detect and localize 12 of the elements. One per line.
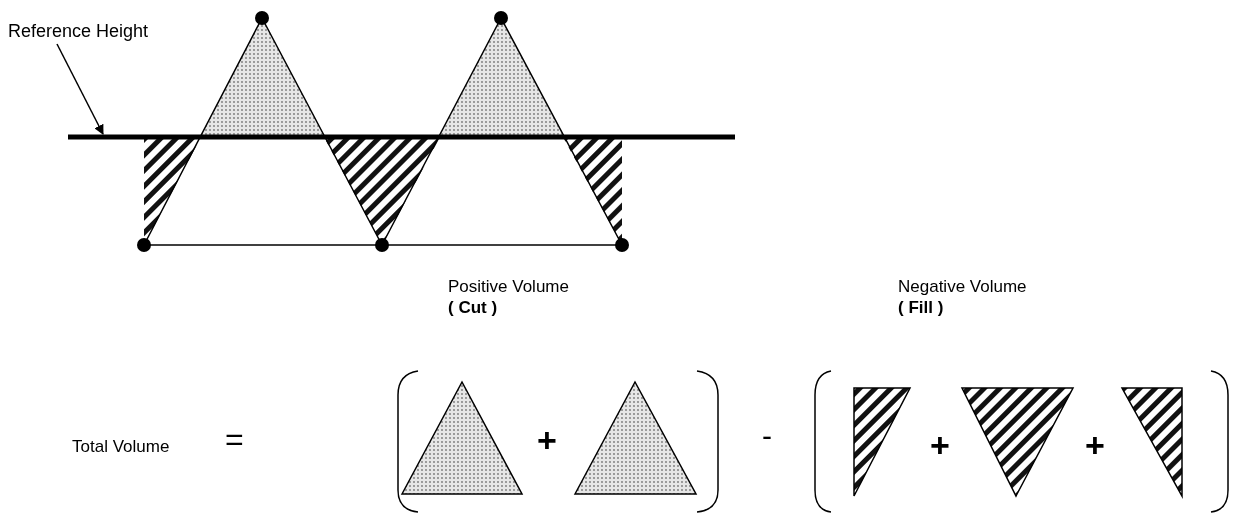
volume-heading: Positive Volume	[448, 277, 569, 297]
minus-sign: -	[762, 419, 772, 454]
equation-term: Total Volume	[72, 437, 170, 457]
equals-sign: =	[225, 421, 244, 458]
volume-type-text: ( Fill )	[898, 298, 944, 318]
plus-sign: +	[537, 421, 557, 461]
volume-heading: Negative Volume	[898, 277, 1027, 297]
leader-line	[56, 43, 104, 135]
annotation-text: Reference Height	[8, 21, 149, 42]
volume-type-text: ( Cut )	[448, 298, 498, 318]
plus-sign: +	[930, 426, 950, 466]
plus-sign: +	[1085, 426, 1105, 466]
